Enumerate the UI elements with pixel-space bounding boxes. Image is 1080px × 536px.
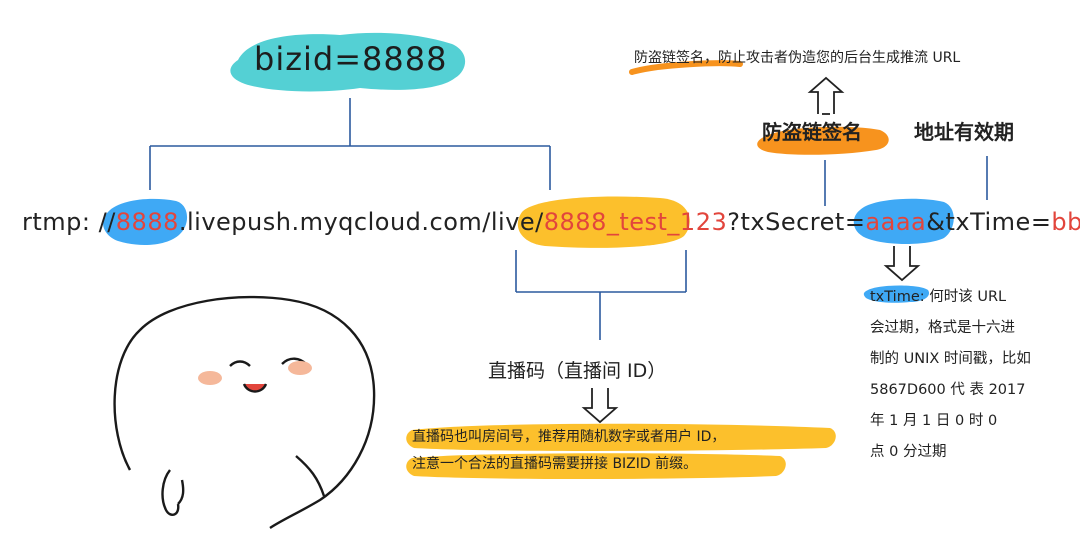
url-host-path: .livepush.myqcloud.com/live/ [178, 208, 544, 236]
bizid-bracket [149, 98, 551, 190]
up-arrow-icon [807, 76, 845, 115]
txtime-term: txTime [870, 289, 920, 305]
url-time-param: &txTime= [926, 208, 1052, 236]
stream-note-line: 直播码也叫房间号，推荐用随机数字或者用户 ID， [412, 429, 726, 445]
push-url: rtmp: // 8888 .livepush.myqcloud.com/liv… [22, 202, 1080, 242]
txtime-note-line: 年 1 月 1 日 0 时 0 [870, 413, 998, 429]
expiry-label: 地址有效期 [914, 120, 1014, 144]
top-note-underline [629, 60, 743, 75]
url-stream-id: 8888_test_123 [543, 208, 728, 236]
stream-note-highlight-2 [406, 453, 786, 479]
txtime-note-line: 5867D600 代 表 2017 [870, 382, 1026, 398]
down-arrow-icon [883, 246, 921, 282]
url-streamid-highlight [517, 196, 690, 248]
txtime-note-line: 会过期，格式是十六进 [870, 320, 1015, 336]
bizid-highlight [230, 32, 466, 92]
txtime-note: txTime: 何时该 URL 会过期，格式是十六进 制的 UNIX 时间戳，比… [870, 282, 1070, 468]
stream-note-highlight-1 [406, 423, 836, 451]
url-scheme: rtmp: // [22, 208, 116, 236]
url-secret-value: aaaa [865, 208, 927, 236]
signature-note: 防盗链签名，防止攻击者伪造您的后台生成推流 URL [634, 50, 961, 66]
txtime-note-line: 制的 UNIX 时间戳，比如 [870, 351, 1031, 367]
bizid-title: bizid=8888 [254, 40, 448, 78]
down-arrow-icon [581, 388, 619, 424]
url-bizid: 8888 [115, 208, 179, 236]
txtime-note-line: 点 0 分过期 [870, 444, 947, 460]
cartoon-character [113, 295, 376, 529]
url-txtime-highlight [853, 198, 954, 244]
stream-note-line: 注意一个合法的直播码需要拼接 BIZID 前缀。 [412, 456, 698, 472]
stream-bracket [515, 250, 687, 340]
signature-label: 防盗链签名 [762, 120, 862, 144]
txtime-note-line: : 何时该 URL [919, 289, 1007, 305]
txtime-note-highlight [863, 285, 930, 303]
sig-label-highlight [757, 126, 889, 155]
stream-id-label: 直播码（直播间 ID） [488, 360, 667, 382]
url-bizid-highlight [103, 198, 188, 246]
url-secret-param: ?txSecret= [727, 208, 866, 236]
url-time-value: bbbb [1051, 208, 1080, 236]
stream-id-note: 直播码也叫房间号，推荐用随机数字或者用户 ID， 注意一个合法的直播码需要拼接 … [412, 424, 725, 478]
